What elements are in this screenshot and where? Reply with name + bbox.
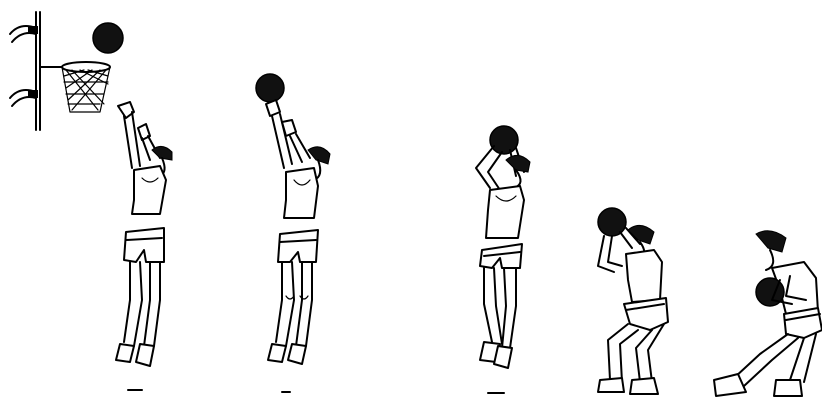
ball-frame-3 <box>490 126 518 154</box>
player-frame-1 <box>116 102 172 390</box>
basketball-hoop <box>10 12 123 130</box>
player-frame-5 <box>714 231 822 396</box>
ball-in-air <box>93 23 123 53</box>
ball-frame-2 <box>256 74 284 102</box>
player-frame-4 <box>598 208 668 394</box>
net <box>62 67 110 112</box>
player-frame-3 <box>476 126 530 393</box>
ball-frame-4 <box>598 208 626 236</box>
rim <box>62 62 110 72</box>
player-frame-2 <box>256 74 330 392</box>
